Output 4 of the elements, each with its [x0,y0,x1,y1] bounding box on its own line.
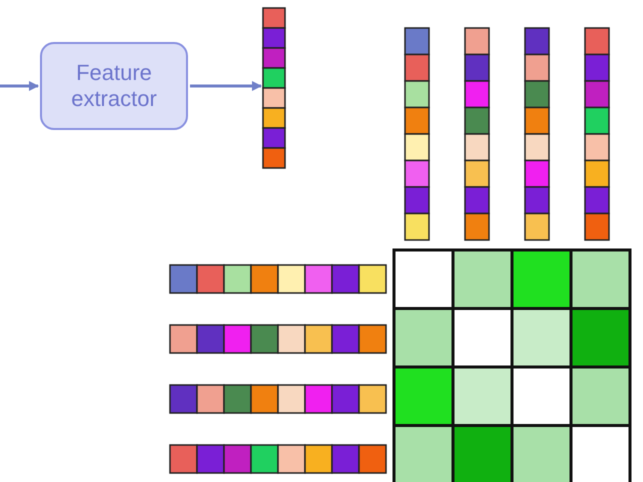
process-box: Feature extractor [40,42,188,130]
arrow [190,81,262,91]
arrow [0,81,39,91]
feature-vector [262,7,286,169]
